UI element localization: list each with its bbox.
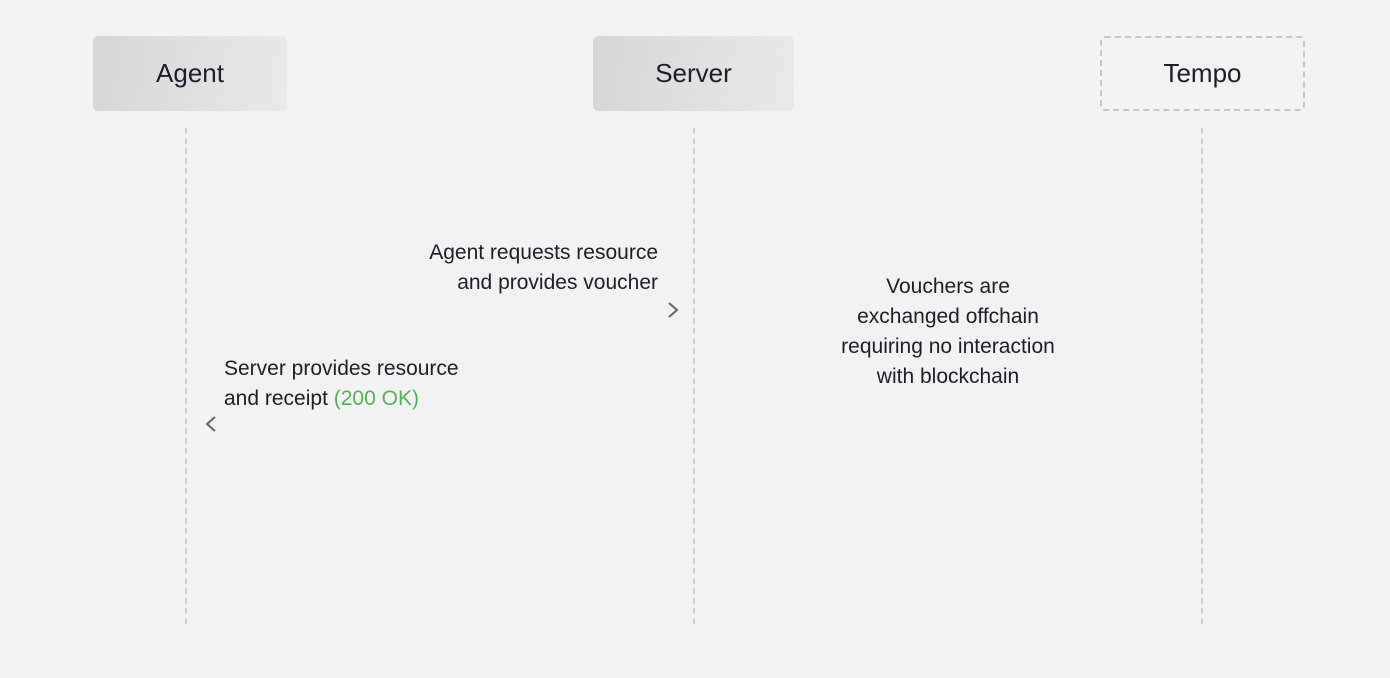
status-ok: (200 OK) xyxy=(333,387,419,410)
lifeline-tempo xyxy=(1201,128,1203,624)
note-line: exchanged offchain xyxy=(857,305,1039,328)
response-label-line: Server provides resource xyxy=(224,357,459,380)
request-arrow xyxy=(207,302,679,318)
offchain-note: Vouchers are exchanged offchain requirin… xyxy=(788,272,1108,392)
note-line: with blockchain xyxy=(876,365,1020,388)
note-line: requiring no interaction xyxy=(841,335,1055,358)
actor-tempo: Tempo xyxy=(1100,36,1305,111)
actor-server: Server xyxy=(593,36,794,111)
note-line: Vouchers are xyxy=(886,275,1010,298)
response-arrow xyxy=(205,416,677,432)
response-label-line: and receipt xyxy=(224,387,328,410)
lifeline-server xyxy=(693,128,695,624)
lifeline-agent xyxy=(185,128,187,624)
actor-agent: Agent xyxy=(93,36,287,111)
request-label-line: and provides voucher xyxy=(457,271,658,294)
request-label: Agent requests resource and provides vou… xyxy=(429,238,658,298)
request-label-line: Agent requests resource xyxy=(429,241,658,264)
response-label: Server provides resource and receipt (20… xyxy=(224,354,459,414)
